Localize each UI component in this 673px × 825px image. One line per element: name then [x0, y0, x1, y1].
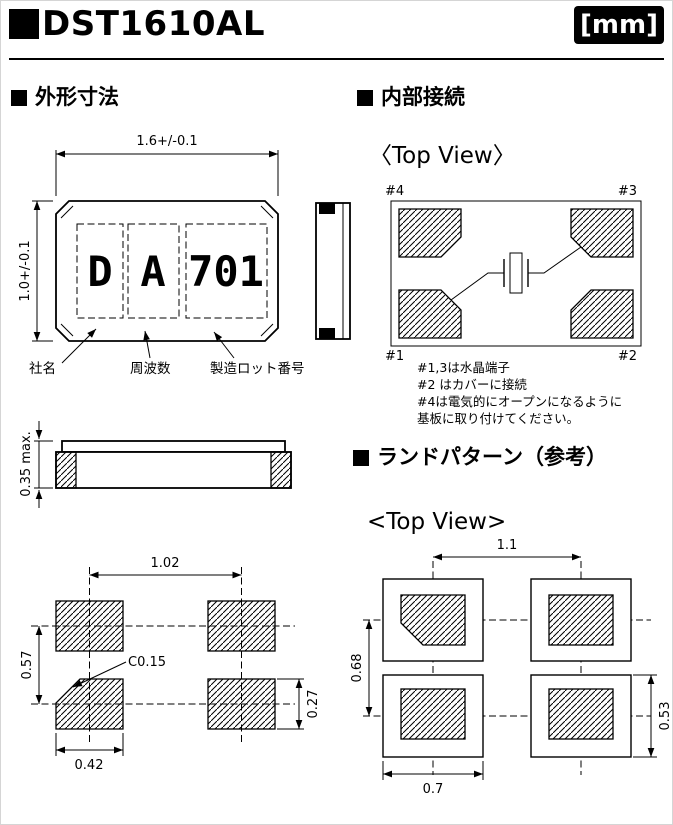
dim-thickness: 0.35 max.	[19, 431, 34, 497]
land-pattern-outline-drawing: 1.02 0.57 C0.15 0.27 0.42	[20, 556, 321, 773]
land-pad-chamfered	[400, 594, 466, 646]
section-heading-land: ランドパターン（参考）	[353, 447, 607, 468]
internal-note-line: 基板に取り付けてください。	[417, 411, 579, 426]
pin-label-1: #1	[385, 349, 404, 364]
unit-badge: [mm]	[574, 6, 664, 44]
marking-company-code: D	[87, 247, 112, 296]
leader-line	[213, 331, 235, 359]
profile-lid	[61, 440, 286, 453]
header-divider	[9, 58, 664, 60]
page-header: DST1610AL	[9, 7, 265, 41]
pin-label-2: #2	[618, 349, 637, 364]
package-side-view	[315, 202, 351, 340]
dim-land-pitch-x: 1.02	[151, 556, 180, 571]
internal-connection-drawing: 〈Top View〉 #4 #3 #1 #2 #1,3は水晶端子 #2 はカバー…	[369, 143, 642, 426]
dim-land-pad-height: 0.27	[306, 690, 321, 719]
page-title: DST1610AL	[42, 4, 266, 44]
dim-package-width: 1.6+/-0.1	[136, 134, 197, 149]
marking-frequency-code: A	[140, 247, 165, 296]
package-body	[55, 200, 279, 342]
dim-land-pitch-x: 1.1	[497, 538, 518, 553]
internal-note-line: #4は電気的にオープンになるように	[417, 394, 622, 409]
side-view-terminal	[319, 203, 335, 214]
internal-pad-4	[398, 208, 462, 258]
land-pad-chamfered	[55, 678, 124, 730]
label-lot: 製造ロット番号	[210, 361, 305, 377]
internal-pad-2	[570, 289, 634, 339]
leader-line	[143, 330, 151, 359]
section-heading-internal: 内部接続	[357, 87, 465, 108]
land-pad	[55, 600, 124, 652]
land-top-view-label: <Top View>	[367, 509, 506, 535]
internal-note-line: #1,3は水晶端子	[417, 360, 510, 375]
section-bullet-icon	[11, 89, 27, 106]
package-top-view: D A 701 1.6+/-0.1 1.0+/-0.1 社名 周波数 製造ロット…	[18, 134, 305, 377]
profile-base	[55, 451, 292, 489]
dim-land-pitch-y: 0.68	[350, 654, 365, 683]
profile-wall-section	[55, 451, 77, 489]
connection-wire	[450, 272, 504, 301]
label-company: 社名	[29, 361, 56, 377]
dim-land-pitch-y: 0.57	[20, 651, 35, 680]
section-heading-outline: 外形寸法	[11, 87, 119, 108]
leader-line	[72, 661, 127, 688]
marking-box-company	[76, 223, 124, 319]
connection-wire	[528, 246, 582, 274]
land-pad	[400, 688, 466, 740]
corner-castellation-mark	[260, 323, 274, 337]
land-pad	[207, 600, 276, 652]
chamfer-callout: C0.15	[128, 655, 166, 670]
dim-land-pad-height: 0.53	[658, 702, 673, 731]
section-bullet-icon	[357, 89, 373, 106]
section-bullet-icon	[353, 449, 369, 466]
title-square-icon	[9, 9, 39, 39]
land-pad	[207, 678, 276, 730]
package-height-profile: 0.35 max.	[19, 421, 292, 508]
marking-box-frequency	[127, 223, 180, 319]
dim-package-height: 1.0+/-0.1	[18, 240, 33, 301]
land-pattern-reference-drawing: <Top View> 1.1 0.68 0.53 0.7	[350, 509, 673, 797]
dim-land-pad-width: 0.42	[75, 758, 104, 773]
pin-label-3: #3	[618, 184, 637, 199]
section-heading-internal-label: 内部接続	[381, 85, 465, 109]
section-heading-land-label: ランドパターン（参考）	[377, 445, 607, 469]
label-frequency: 周波数	[130, 361, 171, 377]
marking-lot-code: 701	[188, 247, 264, 296]
dim-land-pad-width: 0.7	[423, 782, 444, 797]
internal-pad-3	[570, 208, 634, 258]
profile-wall-section	[270, 451, 292, 489]
crystal-element	[509, 252, 523, 294]
internal-note-line: #2 はカバーに接続	[417, 377, 527, 392]
pin-label-4: #4	[385, 184, 404, 199]
marking-box-lot	[185, 223, 268, 319]
leader-line	[61, 328, 97, 364]
corner-castellation-mark	[60, 205, 74, 219]
internal-top-view-label: 〈Top View〉	[369, 143, 516, 169]
internal-pad-1	[398, 289, 462, 339]
corner-castellation-mark	[60, 323, 74, 337]
side-view-terminal	[319, 328, 335, 339]
crystal-symbol	[450, 246, 582, 301]
land-pad	[548, 594, 614, 646]
section-heading-outline-label: 外形寸法	[35, 85, 119, 109]
side-view-body	[315, 202, 351, 340]
corner-castellation-mark	[260, 205, 274, 219]
land-pad	[548, 688, 614, 740]
